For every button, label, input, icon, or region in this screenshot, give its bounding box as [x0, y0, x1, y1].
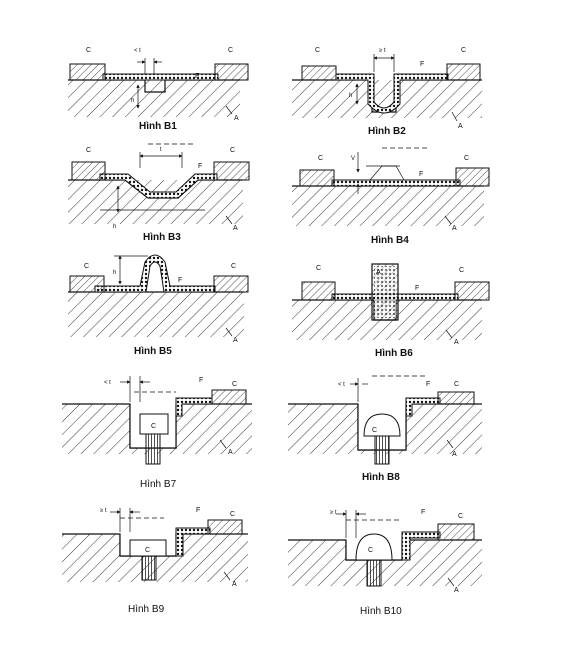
label-a: A	[454, 587, 459, 594]
caption-b7: Hình B7	[140, 479, 177, 490]
label-a: A	[233, 337, 238, 344]
dim-t: t	[160, 147, 162, 153]
label-f: F	[198, 163, 202, 170]
label-c: C	[232, 381, 237, 388]
label-bolt-c: C	[372, 427, 377, 434]
label-c-left: C	[316, 265, 321, 272]
label-c-right: C	[464, 155, 469, 162]
label-f: F	[426, 381, 430, 388]
label-c-right: C	[231, 263, 236, 270]
figure-b4: C C F A V Hình B4	[292, 147, 490, 246]
label-c-left: C	[315, 47, 320, 54]
dim-v: V	[351, 156, 355, 162]
label-f: F	[415, 285, 419, 292]
label-f: F	[419, 171, 423, 178]
figure-b2: C C F A ≥ t h Hình B2	[292, 47, 482, 137]
figure-b8: C C F A < t Hình B8	[288, 375, 482, 483]
label-f: F	[178, 277, 182, 284]
label-c-left: C	[318, 155, 323, 162]
label-f: F	[420, 61, 424, 68]
label-c: C	[230, 511, 235, 518]
figure-b1: C C F A < t h Hình B1	[68, 47, 249, 132]
caption-b4: Hình B4	[371, 235, 409, 246]
figure-b5: C C F A h Hình B5	[68, 254, 249, 357]
label-c-left: C	[86, 47, 91, 54]
dim-t: ≥ t	[100, 508, 107, 514]
label-f: F	[199, 377, 203, 384]
label-c-left: C	[86, 147, 91, 154]
figure-b9: C C F A ≥ t Hình B9	[62, 507, 248, 615]
dim-h: h	[131, 98, 134, 104]
dim-t: ≥ t	[330, 510, 337, 516]
dim-h: h	[113, 224, 116, 230]
label-a-insert: A	[376, 269, 381, 276]
label-c: C	[454, 381, 459, 388]
caption-b5: Hình B5	[134, 346, 172, 357]
label-bolt-c: C	[151, 423, 156, 430]
caption-b10: Hình B10	[360, 606, 402, 617]
label-f: F	[195, 73, 199, 80]
dim-h: h	[349, 93, 352, 99]
label-f: F	[196, 507, 200, 514]
label-bolt-c: C	[145, 547, 150, 554]
caption-b8: Hình B8	[362, 472, 400, 483]
label-bolt-c: C	[368, 547, 373, 554]
label-c-right: C	[230, 147, 235, 154]
caption-b3: Hình B3	[143, 232, 181, 243]
dim-h: h	[113, 270, 116, 276]
caption-b9: Hình B9	[128, 604, 165, 615]
label-a: A	[234, 115, 239, 122]
label-a: A	[233, 225, 238, 232]
label-a: A	[454, 339, 459, 346]
dim-t: < t	[134, 48, 141, 54]
label-a: A	[452, 225, 457, 232]
label-a: A	[228, 449, 233, 456]
figure-b7: C C F A < t Hình B7	[62, 376, 252, 490]
caption-b1: Hình B1	[139, 121, 177, 132]
label-a: A	[232, 581, 237, 588]
dim-t: < t	[104, 380, 111, 386]
label-c-right: C	[228, 47, 233, 54]
label-c-left: C	[84, 263, 89, 270]
label-c: C	[458, 513, 463, 520]
caption-b2: Hình B2	[368, 126, 406, 137]
label-a: A	[458, 123, 463, 130]
caption-b6: Hình B6	[375, 348, 413, 359]
label-f: F	[421, 509, 425, 516]
label-c-right: C	[461, 47, 466, 54]
figure-b3: C C F A t h Hình B3	[68, 143, 250, 243]
label-c-right: C	[459, 267, 464, 274]
figure-b6: C C A F A Hình B6	[292, 263, 490, 359]
dim-t: ≥ t	[379, 48, 386, 54]
label-a: A	[452, 451, 457, 458]
dim-t: < t	[338, 382, 345, 388]
figure-b10: C C F A ≥ t Hình B10	[288, 509, 482, 617]
